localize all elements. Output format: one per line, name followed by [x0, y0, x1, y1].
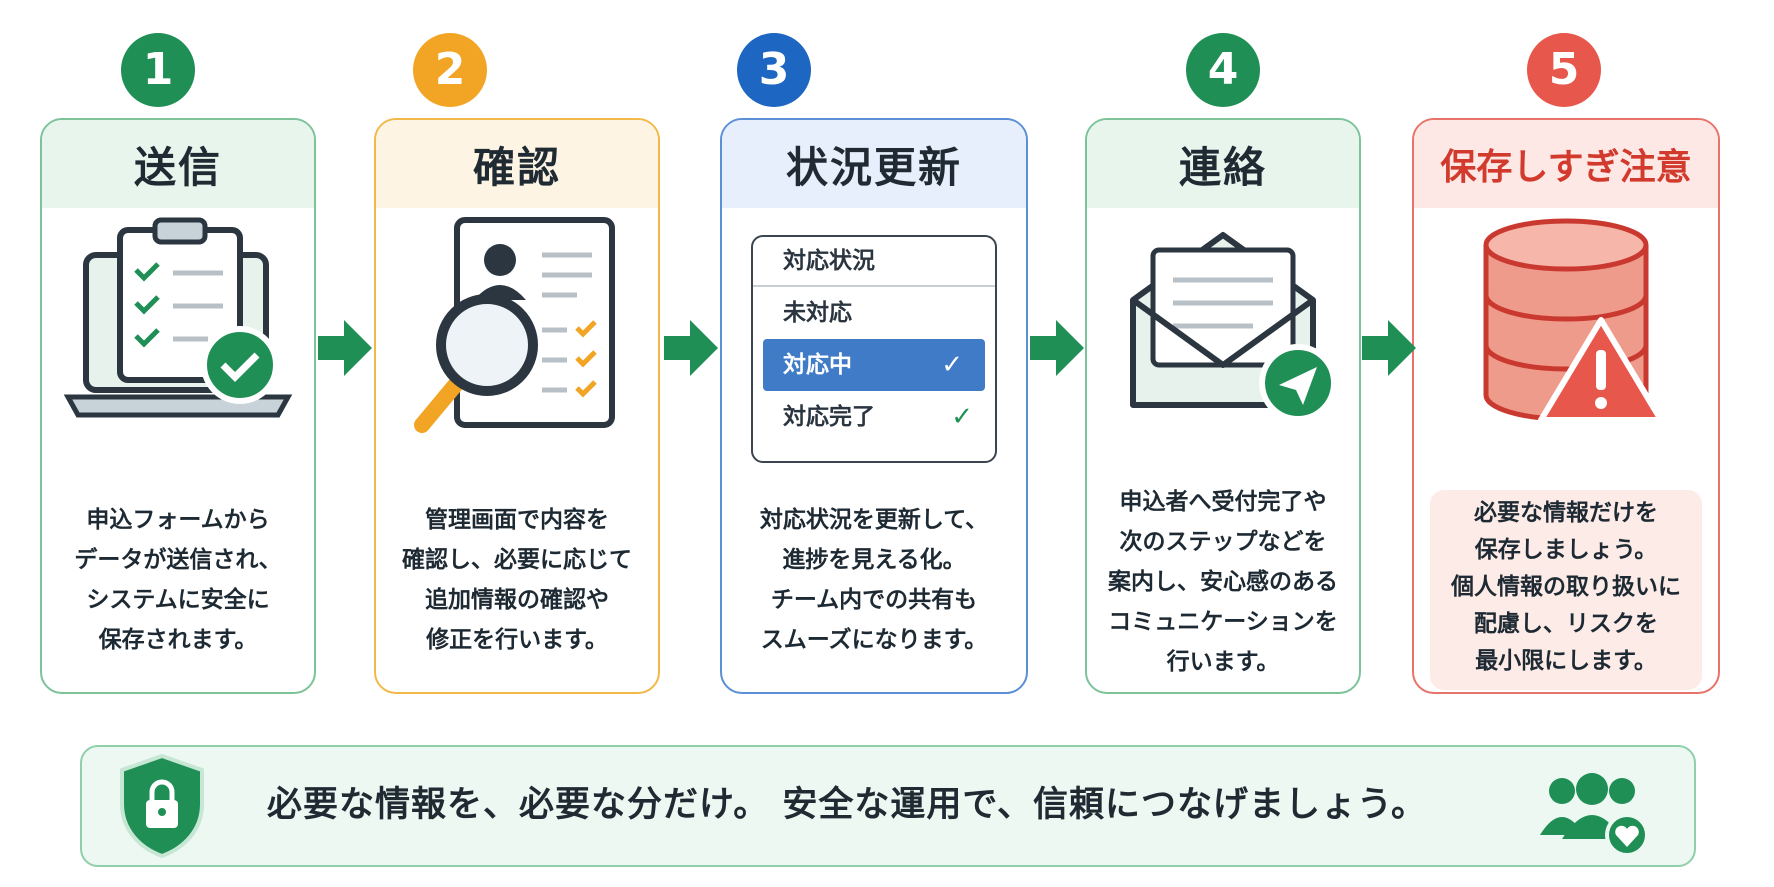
magnifier-document-icon: [376, 215, 658, 585]
status-dropdown: 対応状況 未対応 対応中 ✓ 対応完了 ✓: [751, 235, 997, 463]
step-3-title: 状況更新: [722, 120, 1026, 208]
dropdown-option-pending: 未対応: [783, 300, 852, 326]
step-1-badge: 1: [121, 33, 195, 107]
step-3-badge: 3: [737, 33, 811, 107]
arrow-right-icon: [664, 320, 718, 376]
step-5-description: 必要な情報だけを 保存しましょう。 個人情報の取り扱いに 配慮し、リスクを 最小…: [1451, 500, 1681, 674]
step-4-title: 連絡: [1087, 120, 1359, 208]
clipboard-laptop-icon: [42, 215, 314, 585]
step-5-badge: 5: [1527, 33, 1601, 107]
step-1-title: 送信: [42, 120, 314, 208]
step-5-title: 保存しすぎ注意: [1414, 120, 1718, 208]
check-icon: ✓: [941, 350, 963, 380]
arrow-right-icon: [1362, 320, 1416, 376]
step-2-card: 確認 管理画面で内容を 確認し、必要に応じて 追加情報の確認や 修正を行います。: [374, 118, 660, 694]
step-2-description: 管理画面で内容を 確認し、必要に応じて 追加情報の確認や 修正を行います。: [402, 507, 632, 653]
footer-banner: 必要な情報を、必要な分だけ。 安全な運用で、信頼につなげましょう。: [80, 745, 1696, 867]
envelope-send-icon: [1087, 215, 1359, 585]
arrow-right-icon: [318, 320, 372, 376]
check-icon: ✓: [951, 402, 973, 432]
dropdown-option-in-progress: 対応中 ✓: [763, 339, 985, 391]
step-1-card: 送信 申込フォームから データが送信され、 システムに安全に 保存されます。: [40, 118, 316, 694]
step-1-description: 申込フォームから データが送信され、 システムに安全に 保存されます。: [74, 507, 282, 653]
step-3-card: 状況更新 対応状況 未対応 対応中 ✓ 対応完了 ✓ 対応状況を更新して、 進捗…: [720, 118, 1028, 694]
step-2-title: 確認: [376, 120, 658, 208]
shield-lock-icon: [120, 753, 204, 859]
step-4-card: 連絡 申込者へ受付完了や 次のステップなどを 案内し、安心感のある コミュニケー…: [1085, 118, 1361, 694]
step-2-badge: 2: [413, 33, 487, 107]
dropdown-header: 対応状況: [753, 237, 995, 287]
step-4-badge: 4: [1186, 33, 1260, 107]
arrow-right-icon: [1030, 320, 1084, 376]
dropdown-option-done: 対応完了 ✓: [753, 391, 995, 443]
step-5-description-box: [1430, 490, 1702, 690]
database-warning-icon: [1414, 215, 1718, 585]
people-heart-icon: [1540, 773, 1649, 857]
step-5-card: 保存しすぎ注意 必要な情報だけを 保存しましょう。 個人情報の取り扱いに 配慮し…: [1412, 118, 1720, 694]
footer-message: 必要な情報を、必要な分だけ。 安全な運用で、信頼につなげましょう。: [267, 785, 1427, 825]
step-3-description: 対応状況を更新して、 進捗を見える化。 チーム内での共有も スムーズになります。: [759, 507, 989, 653]
step-4-description: 申込者へ受付完了や 次のステップなどを 案内し、安心感のある コミュニケーション…: [1108, 489, 1338, 675]
